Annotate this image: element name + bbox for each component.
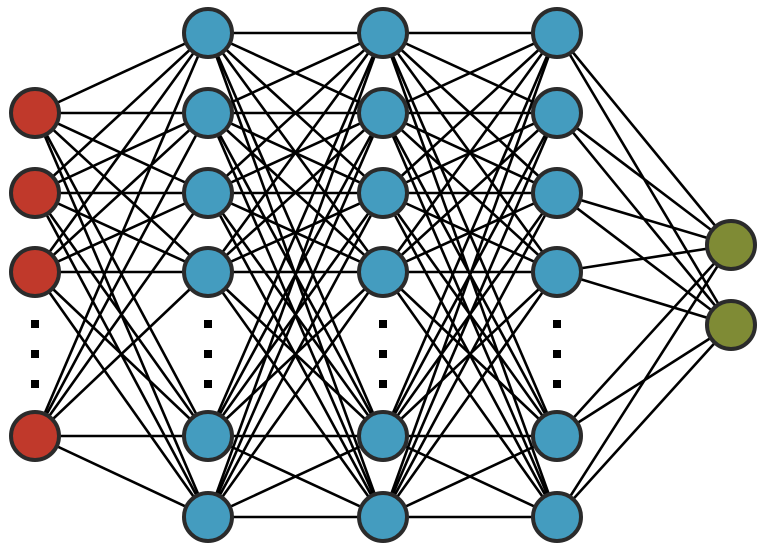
connection-edge: [556, 243, 732, 274]
connection-edge: [206, 32, 385, 437]
input-neuron: [9, 167, 61, 219]
hidden-neuron: [531, 7, 583, 59]
hidden-neuron: [531, 491, 583, 543]
connection-edge: [33, 32, 210, 437]
connections: [33, 31, 733, 519]
connection-edge: [207, 112, 384, 273]
connection-edge: [34, 31, 209, 115]
ellipsis-dot: [379, 350, 387, 358]
connection-edge: [34, 271, 209, 437]
input-neuron: [9, 410, 61, 462]
connection-edge: [382, 434, 558, 519]
hidden-neuron: [182, 491, 234, 543]
hidden-neuron: [531, 410, 583, 462]
ellipsis-dot: [204, 320, 212, 328]
connection-edge: [381, 32, 559, 273]
connection-edge: [33, 32, 210, 273]
connection-edge: [381, 112, 559, 518]
connection-edge: [207, 32, 384, 194]
ellipsis-dot: [553, 320, 561, 328]
input-neuron: [9, 246, 61, 298]
connection-edge: [556, 324, 732, 518]
hidden-neuron: [357, 87, 409, 139]
hidden-neuron: [531, 87, 583, 139]
ellipsis-dot: [204, 380, 212, 388]
ellipsis-dot: [31, 350, 39, 358]
hidden-neuron: [531, 167, 583, 219]
connection-edge: [381, 32, 559, 437]
connection-edge: [206, 112, 385, 518]
connection-edge: [556, 191, 732, 247]
connection-edge: [556, 111, 732, 247]
connection-edge: [34, 112, 209, 273]
hidden-neuron: [357, 7, 409, 59]
ellipsis-dot: [553, 350, 561, 358]
connection-edge: [34, 434, 209, 519]
connection-edge: [381, 192, 559, 518]
connection-edge: [33, 192, 210, 437]
connection-edge: [206, 32, 385, 518]
output-neuron: [705, 299, 757, 351]
connection-edge: [382, 31, 558, 115]
hidden-neuron: [531, 246, 583, 298]
hidden-neuron: [182, 246, 234, 298]
ellipsis-dot: [553, 380, 561, 388]
hidden-neuron: [182, 167, 234, 219]
output-neuron: [705, 219, 757, 271]
hidden-neuron: [182, 7, 234, 59]
ellipsis-dot: [31, 320, 39, 328]
connection-edge: [382, 112, 558, 273]
connection-edge: [34, 32, 209, 194]
connection-edge: [556, 244, 732, 437]
connection-edge: [207, 434, 384, 519]
hidden-neuron: [357, 167, 409, 219]
hidden-neuron: [182, 410, 234, 462]
hidden-neuron: [357, 246, 409, 298]
ellipsis-dot: [379, 320, 387, 328]
hidden-neuron: [357, 410, 409, 462]
ellipsis-dot: [379, 380, 387, 388]
ellipsis-dots: [31, 320, 561, 388]
connection-edge: [382, 32, 558, 194]
neurons: [9, 7, 757, 543]
connection-edge: [207, 31, 384, 115]
connection-edge: [381, 271, 559, 518]
connection-edge: [556, 270, 732, 327]
connection-edge: [555, 32, 733, 246]
connection-edge: [381, 32, 559, 518]
connection-edge: [555, 244, 733, 518]
connection-edge: [206, 271, 385, 518]
input-neuron: [9, 87, 61, 139]
hidden-neuron: [357, 491, 409, 543]
connection-edge: [206, 192, 385, 518]
ellipsis-dot: [31, 380, 39, 388]
connection-edge: [206, 32, 385, 273]
connection-edge: [33, 112, 210, 437]
connection-edge: [33, 271, 210, 518]
ellipsis-dot: [204, 350, 212, 358]
hidden-neuron: [182, 87, 234, 139]
